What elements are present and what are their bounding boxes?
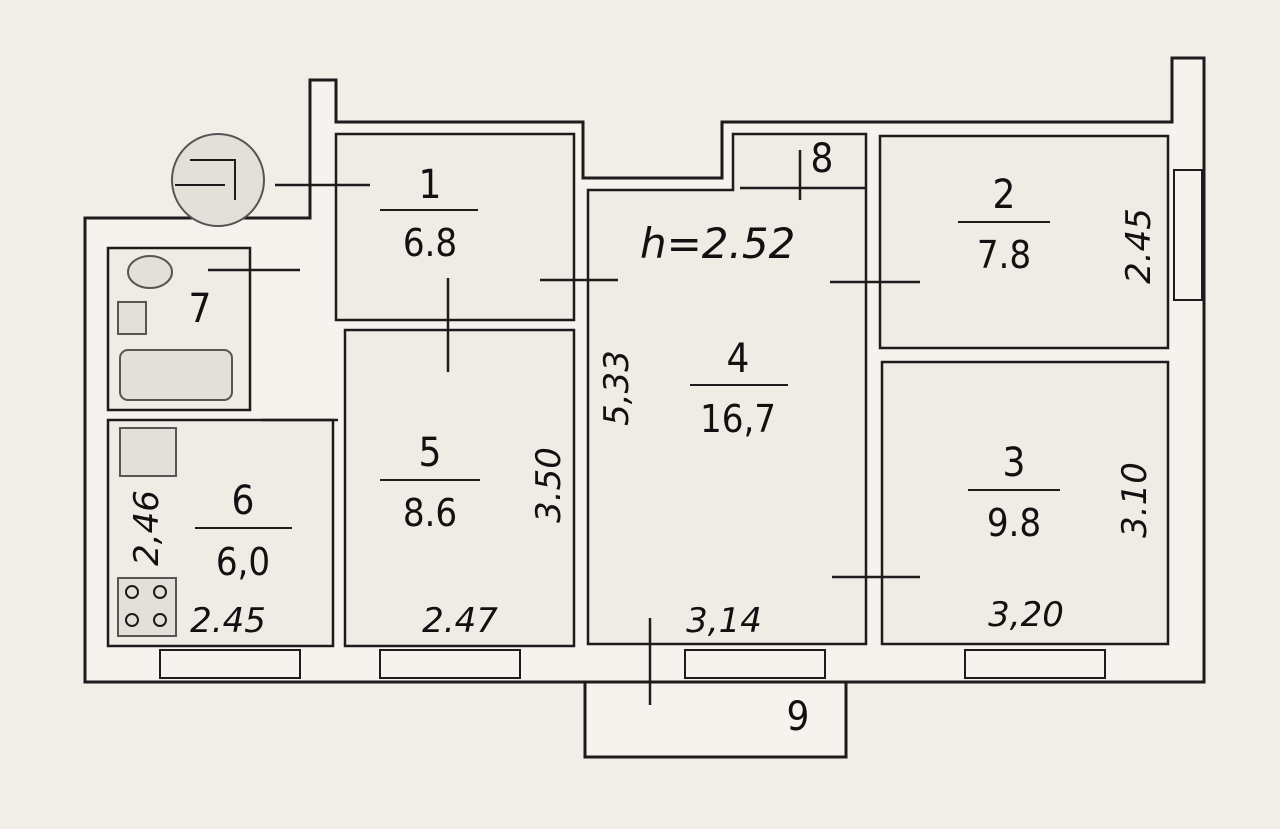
room-4-number: 4 — [727, 336, 750, 382]
outer-walls — [83, 56, 1206, 759]
room-4-area: 16,7 — [700, 397, 776, 441]
door-markers — [208, 150, 920, 705]
room-6-number: 6 — [232, 478, 255, 524]
room-3-area: 9.8 — [987, 501, 1041, 545]
room-5-floor — [343, 328, 576, 648]
room-2-number: 2 — [993, 172, 1016, 218]
room-1-number: 1 — [419, 162, 442, 208]
room-1-floor — [334, 132, 576, 322]
room-2-floor — [878, 134, 1170, 350]
fraction-bars — [195, 209, 1060, 529]
bathtub-icon — [119, 349, 233, 401]
room-6-width-dim: 2.45 — [190, 601, 266, 641]
fixtures — [117, 133, 265, 637]
window-room-3 — [964, 649, 1106, 679]
window-room-2 — [1173, 169, 1203, 301]
sink-icon — [117, 301, 147, 335]
window-room-6 — [159, 649, 301, 679]
room-6-depth-dim: 2,46 — [127, 490, 167, 566]
ceiling-height-label: h=2.52 — [640, 219, 795, 268]
room-3-width-dim: 3,20 — [988, 595, 1064, 635]
room-3-floor — [880, 360, 1170, 646]
windows — [159, 169, 1203, 679]
balcony-9 — [583, 680, 848, 759]
room-2-area: 7.8 — [977, 233, 1031, 277]
room-1-area: 6.8 — [403, 221, 457, 265]
room-6-area: 6,0 — [216, 540, 270, 584]
window-room-4 — [684, 649, 826, 679]
kitchen-sink-icon — [119, 427, 177, 477]
stove-icon — [117, 577, 177, 637]
room-2-depth-dim: 2.45 — [1119, 208, 1159, 284]
room-3-number: 3 — [1003, 440, 1026, 486]
balcony-9-number: 9 — [787, 694, 810, 740]
room-4-width-dim: 3,14 — [686, 601, 762, 641]
room-5-number: 5 — [419, 430, 442, 476]
room-4-depth-dim: 5,33 — [597, 350, 637, 426]
toilet-icon — [127, 255, 173, 289]
room-8-number: 8 — [811, 136, 834, 182]
ventilation-shaft — [171, 133, 265, 227]
room-3-depth-dim: 3.10 — [1115, 462, 1155, 538]
room-7-number: 7 — [189, 286, 212, 332]
room-5-depth-dim: 3.50 — [529, 447, 569, 523]
room-4-floor — [586, 132, 868, 646]
window-room-5 — [379, 649, 521, 679]
room-5-area: 8.6 — [403, 491, 457, 535]
room-5-width-dim: 2.47 — [422, 601, 498, 641]
